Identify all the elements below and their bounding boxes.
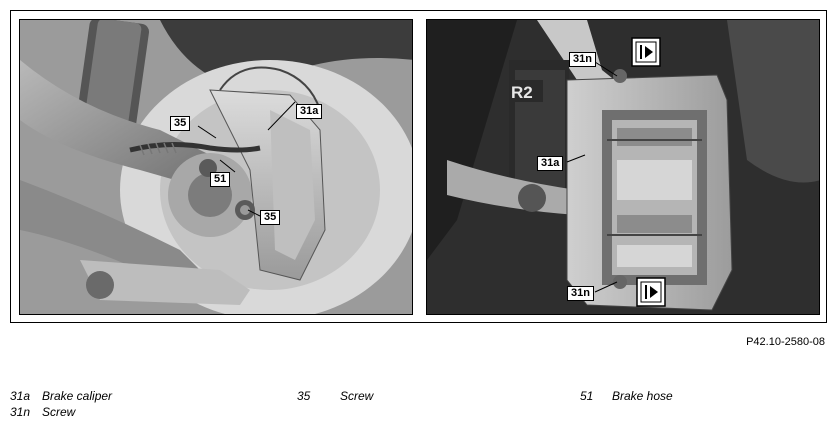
callout-31a-left: 31a (296, 104, 323, 119)
legend-item-31n: 31n Screw (10, 405, 75, 419)
part-marking-r2: R2 (511, 83, 533, 102)
legend-code: 35 (297, 389, 311, 403)
figure-reference: P42.10-2580-08 (746, 336, 825, 348)
tool-symbol-top-icon (631, 37, 661, 67)
callout-51: 51 (210, 172, 231, 187)
legend-desc: Brake caliper (42, 389, 113, 403)
callout-35-bottom: 35 (260, 210, 281, 225)
callout-35-top: 35 (170, 116, 191, 131)
legend-item-51: 51 Brake hose (580, 389, 673, 403)
figure-frame: 35 31a 51 35 R2 (10, 10, 827, 323)
tool-symbol-bottom-icon (636, 277, 666, 307)
left-photo-illustration (20, 20, 412, 314)
right-photo-illustration: R2 (427, 20, 819, 314)
callout-31n-top: 31n (569, 52, 596, 67)
right-photo: R2 (426, 19, 820, 315)
legend-desc: Screw (340, 389, 374, 403)
callout-31n-bottom: 31n (567, 286, 594, 301)
legend-code: 51 (580, 389, 594, 403)
left-photo: 35 31a 51 35 (19, 19, 413, 315)
legend-desc: Brake hose (612, 389, 673, 403)
legend-item-35: 35 Screw (297, 389, 373, 403)
callout-31a-right: 31a (537, 156, 564, 171)
legend-desc: Screw (42, 405, 76, 419)
legend-code: 31n (10, 405, 31, 419)
legend-item-31a: 31a Brake caliper (10, 389, 112, 403)
legend-code: 31a (10, 389, 31, 403)
